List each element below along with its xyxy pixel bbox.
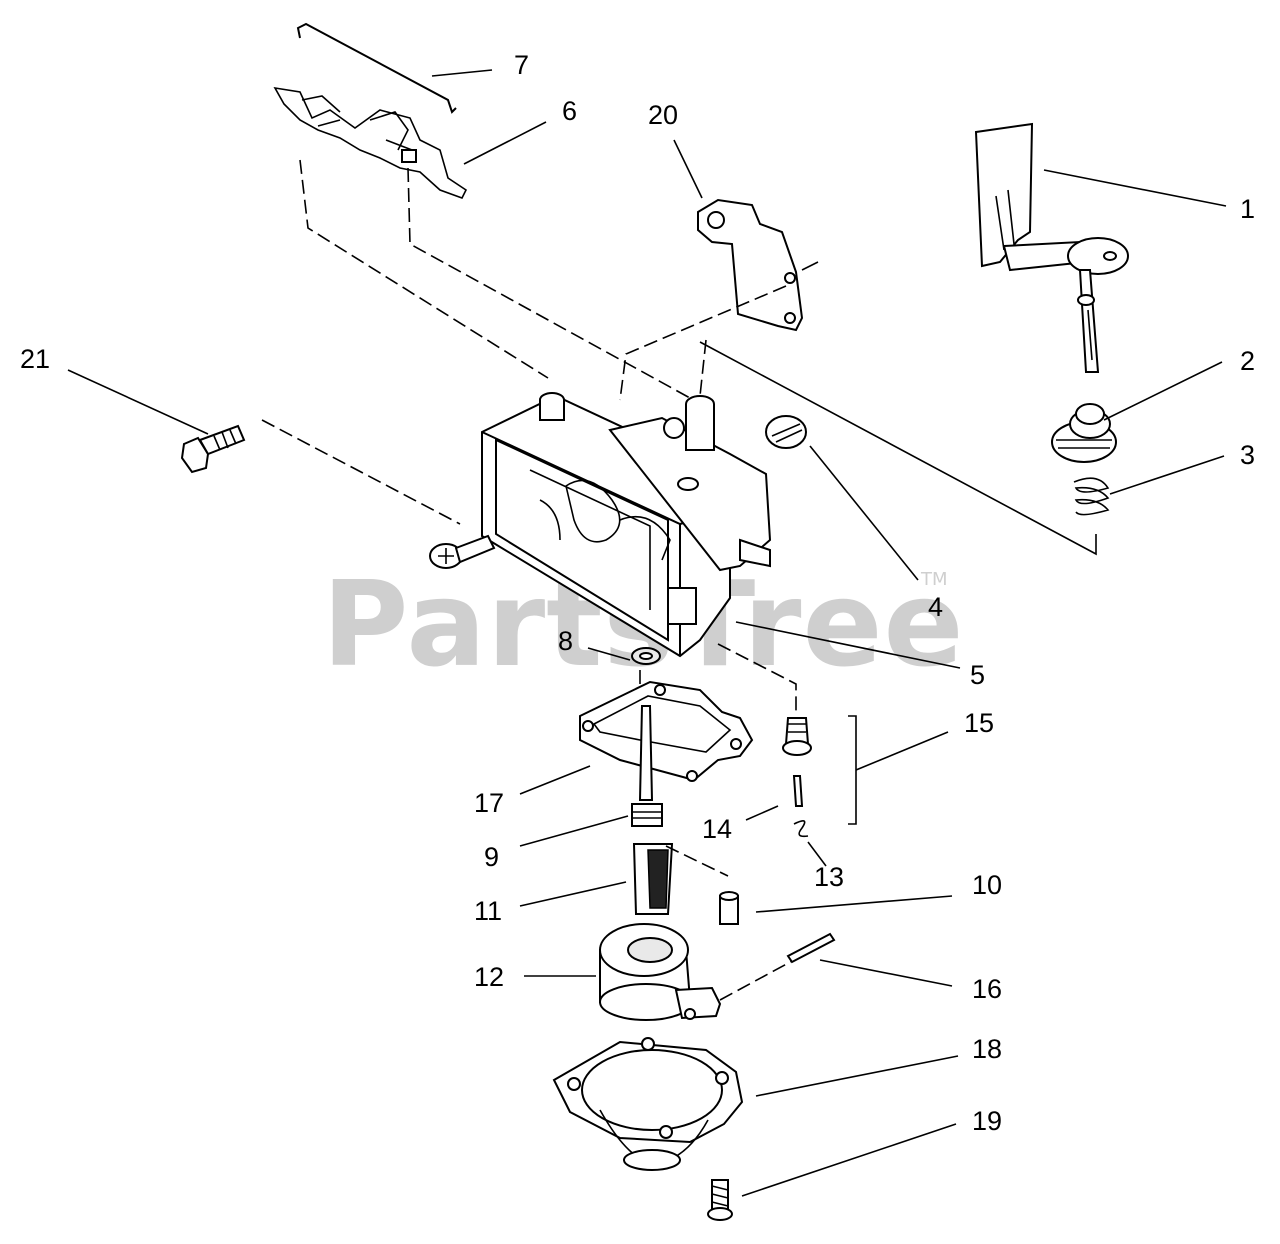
part-4-disk	[765, 415, 807, 449]
callout-3: 3	[1240, 440, 1255, 470]
part-19-screw	[707, 1179, 733, 1221]
part-9-nozzle	[631, 705, 663, 827]
body-screw	[429, 534, 496, 569]
callout-20: 20	[648, 100, 678, 130]
callout-9: 9	[484, 842, 499, 872]
watermark-trademark: TM	[920, 569, 948, 590]
callout-1: 1	[1240, 194, 1255, 224]
part-13-clip	[793, 820, 809, 838]
callout-21: 21	[20, 344, 50, 374]
callout-6: 6	[562, 96, 577, 126]
callout-5: 5	[970, 660, 985, 690]
part-1-choke-lever	[974, 122, 1129, 373]
leader-lines	[67, 69, 1227, 1197]
callout-14: 14	[702, 814, 732, 844]
callout-12: 12	[474, 962, 504, 992]
callout-8: 8	[558, 626, 573, 656]
part-20-plate	[697, 198, 819, 332]
callout-19: 19	[972, 1106, 1002, 1136]
callout-4: 4	[928, 592, 943, 622]
callout-10: 10	[972, 870, 1002, 900]
part-17-gasket	[579, 680, 754, 782]
callout-16: 16	[972, 974, 1002, 1004]
part-14-pin	[792, 775, 804, 807]
part-8-washer	[631, 647, 661, 665]
part-6-bracket	[273, 86, 468, 199]
callout-11: 11	[474, 896, 502, 926]
callout-13: 13	[814, 862, 844, 892]
callout-labels: 1 2 3 4 5 6 7 8 9 10 11 12 13 14 15 16 1…	[20, 50, 1255, 1136]
callout-17: 17	[474, 788, 504, 818]
part-12-float	[599, 923, 722, 1021]
callout-18: 18	[972, 1034, 1002, 1064]
callout-7: 7	[514, 50, 529, 80]
part-10-plug	[719, 891, 739, 925]
part-3-spring	[1073, 477, 1110, 516]
part-16-pin	[786, 932, 836, 964]
part-2-valve	[1051, 403, 1117, 463]
part-7-wire-link	[296, 22, 457, 114]
part-11-filter	[632, 843, 674, 915]
part-18-bowl	[552, 1037, 744, 1171]
callout-15: 15	[964, 708, 994, 738]
callout-2: 2	[1240, 346, 1255, 376]
part-5-carburetor-body	[481, 392, 772, 658]
part-21-screw	[180, 424, 246, 474]
